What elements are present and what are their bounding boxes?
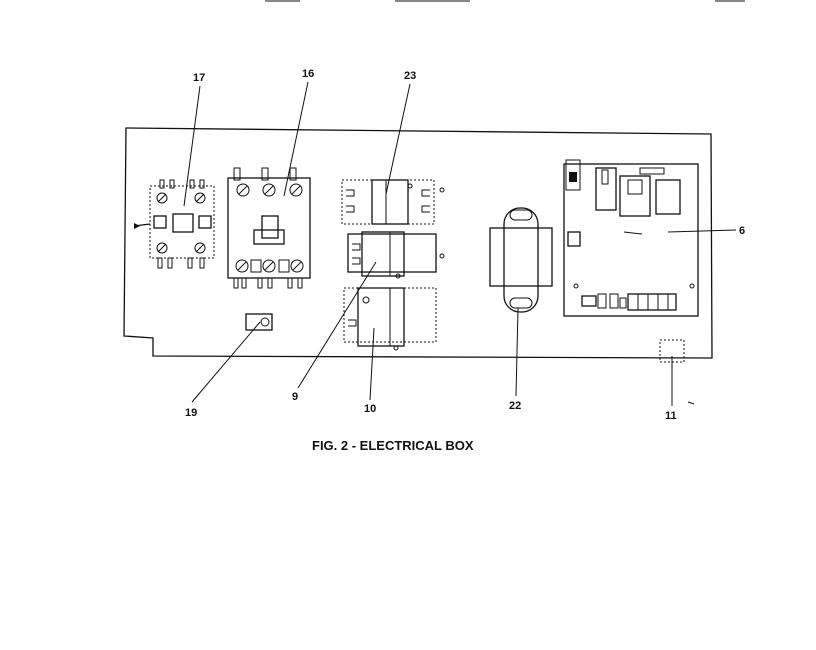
callout-19: 19 <box>185 407 197 419</box>
leader-lines <box>183 81 737 406</box>
callout-16: 16 <box>302 68 314 80</box>
control-board-6 <box>563 159 699 317</box>
figure-caption: FIG. 2 - ELECTRICAL BOX <box>312 438 474 453</box>
electrical-box-panel <box>123 127 713 359</box>
relay-10 <box>343 287 437 351</box>
callout-6: 6 <box>739 225 745 237</box>
transformer-22 <box>489 207 553 313</box>
relay-23 <box>341 179 445 225</box>
callout-17: 17 <box>193 72 205 84</box>
contactor-17 <box>133 179 215 269</box>
clip-19 <box>245 313 273 331</box>
callout-11: 11 <box>665 410 677 422</box>
relay-9 <box>347 231 445 279</box>
callout-23: 23 <box>404 70 416 82</box>
contactor-16 <box>227 167 311 289</box>
callout-10: 10 <box>364 403 376 415</box>
callout-9: 9 <box>292 391 298 403</box>
callout-22: 22 <box>509 400 521 412</box>
